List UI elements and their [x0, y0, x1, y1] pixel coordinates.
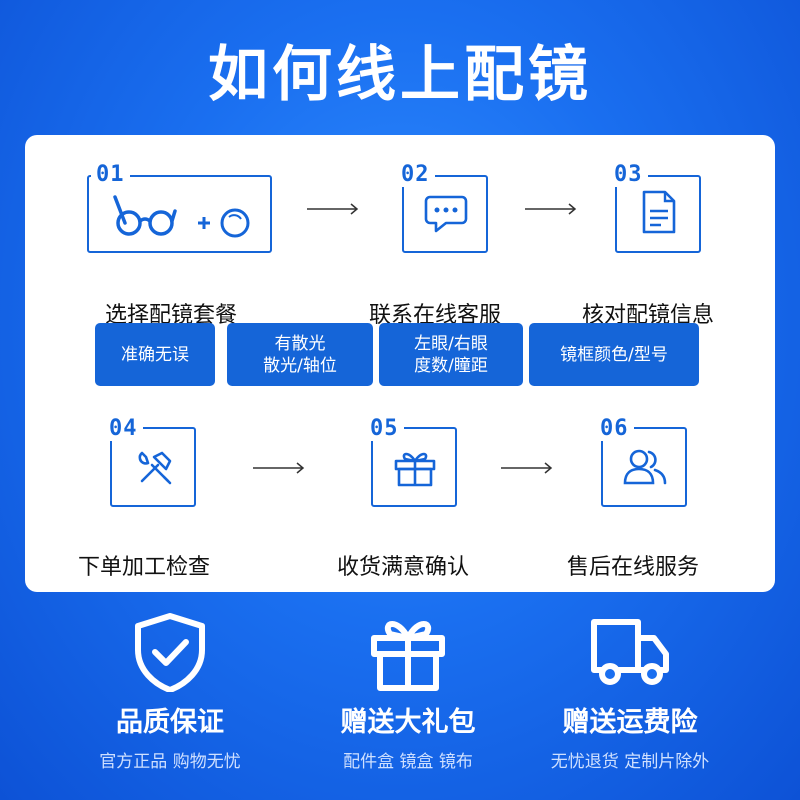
tag-astigmatism: 有散光 散光/轴位: [227, 323, 373, 386]
step-number: 03: [609, 162, 648, 187]
step-04: 04 下单加工检查: [78, 416, 310, 580]
feature-title: 赠送大礼包: [340, 707, 476, 738]
chat-bubble-icon: [424, 191, 468, 235]
gift-box-icon: [368, 612, 448, 692]
tag-prescription: 左眼/右眼 度数/瞳距: [379, 323, 523, 386]
step-label: 下单加工检查: [78, 555, 211, 580]
step-number: 04: [104, 416, 143, 441]
step-number: 06: [595, 416, 634, 441]
step-03: 03 核对配镜信息: [582, 162, 800, 328]
step-01: 01 选择配镜套餐: [87, 162, 297, 328]
arrow-right-icon: [307, 203, 359, 215]
gift-icon: [393, 447, 437, 487]
step-number: 02: [396, 162, 435, 187]
step-label: 收货满意确认: [337, 555, 470, 580]
step-label: 售后在线服务: [567, 555, 700, 580]
users-icon: [623, 447, 667, 487]
feature-quality: 品质保证 官方正品 购物无忧: [70, 612, 270, 772]
step-number: 05: [365, 416, 404, 441]
shield-check-icon: [132, 612, 208, 692]
feature-subtitle: 配件盒 镜盒 镜布: [343, 752, 473, 772]
feature-gift-pack: 赠送大礼包 配件盒 镜盒 镜布: [308, 612, 508, 772]
step-06: 06 售后在线服务: [567, 416, 800, 580]
step-02: 02 联系在线客服: [369, 162, 602, 328]
delivery-truck-icon: [588, 612, 672, 692]
feature-subtitle: 无忧退货 定制片除外: [550, 752, 710, 772]
step-05: 05 收货满意确认: [337, 416, 571, 580]
feature-title: 赠送运费险: [562, 707, 698, 738]
feature-subtitle: 官方正品 购物无忧: [99, 752, 241, 772]
document-icon: [641, 189, 677, 235]
arrow-right-icon: [525, 203, 577, 215]
step-number: 01: [91, 162, 130, 187]
tag-accuracy: 准确无误: [95, 323, 215, 386]
page-title: 如何线上配镜: [208, 40, 592, 110]
tools-icon: [136, 449, 174, 487]
feature-title: 品质保证: [116, 707, 224, 738]
arrow-right-icon: [253, 462, 305, 474]
tag-frame-model: 镜框颜色/型号: [529, 323, 699, 386]
glasses-plus-lens-icon: [111, 189, 251, 245]
arrow-right-icon: [501, 462, 553, 474]
steps-card: 01 选择配镜套餐 02: [25, 135, 775, 592]
feature-shipping-insurance: 赠送运费险 无忧退货 定制片除外: [530, 612, 730, 772]
